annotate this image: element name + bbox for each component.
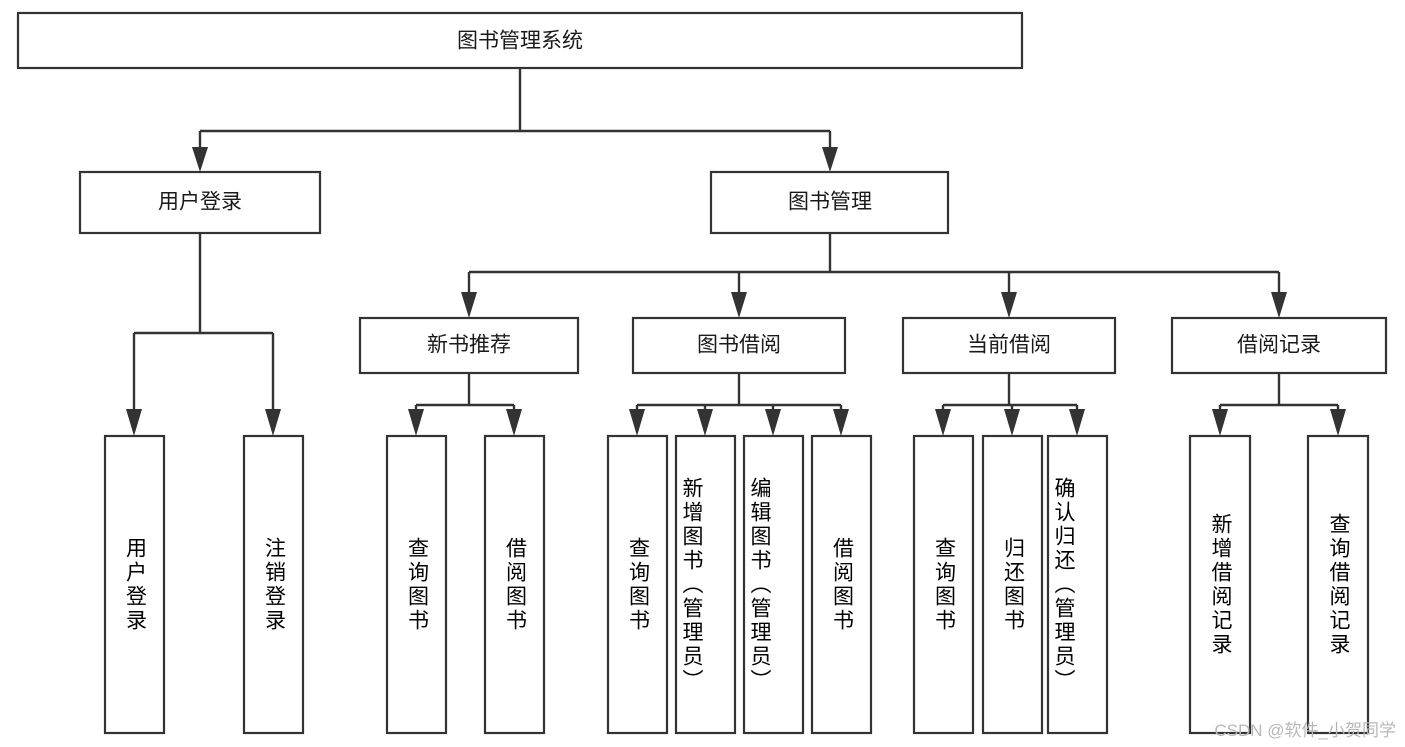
watermark-label: CSDN @软件_小贺同学 bbox=[1214, 721, 1396, 740]
node-leaf-confirm-return[interactable]: 确认归还（管理员） bbox=[1046, 434, 1109, 735]
node-leaf-edit-book-label: 编辑图书（管理员） bbox=[748, 476, 771, 693]
node-new-book-recommend-label: 新书推荐 bbox=[427, 334, 511, 357]
node-root[interactable]: 图书管理系统 bbox=[16, 11, 1024, 70]
connector-group-new-book-recommend bbox=[408, 373, 522, 436]
node-new-book-recommend-box[interactable] bbox=[358, 316, 580, 375]
node-borrow-record[interactable]: 借阅记录 bbox=[1170, 316, 1388, 375]
arrow-head-leaf-confirm-return bbox=[1069, 409, 1085, 436]
node-root-box[interactable] bbox=[16, 11, 1024, 70]
node-current-borrow[interactable]: 当前借阅 bbox=[901, 316, 1117, 375]
node-book-manage[interactable]: 图书管理 bbox=[709, 170, 950, 235]
node-leaf-edit-book[interactable]: 编辑图书（管理员） bbox=[742, 434, 805, 735]
node-leaf-return-book-label: 归还图书 bbox=[1001, 536, 1025, 633]
arrow-head-leaf-user-logout bbox=[265, 409, 281, 436]
arrow-head-user-login bbox=[192, 147, 208, 172]
arrow-head-current-borrow bbox=[1001, 292, 1017, 318]
node-leaf-add-book[interactable]: 新增图书（管理员） bbox=[674, 434, 737, 735]
arrow-head-new-book-recommend bbox=[461, 292, 477, 318]
node-leaf-add-book-label: 新增图书（管理员） bbox=[680, 476, 703, 693]
arrow-head-leaf-return-book bbox=[1004, 409, 1020, 436]
node-leaf-query-record[interactable]: 查询借阅记录 bbox=[1306, 434, 1370, 735]
connector-group-book-borrow bbox=[629, 373, 849, 436]
arrow-head-leaf-edit-book bbox=[765, 409, 781, 436]
connector-group-borrow-record bbox=[1212, 373, 1346, 436]
node-leaf-borrow-book-1-box[interactable] bbox=[483, 434, 546, 735]
node-leaf-add-book-box[interactable] bbox=[674, 434, 737, 735]
node-borrow-record-box[interactable] bbox=[1170, 316, 1388, 375]
node-book-manage-label: 图书管理 bbox=[788, 191, 872, 214]
arrow-head-leaf-user-login bbox=[126, 409, 142, 436]
node-leaf-add-record-box[interactable] bbox=[1188, 434, 1252, 735]
node-leaf-query-book-1-box[interactable] bbox=[385, 434, 448, 735]
node-leaf-query-book-1[interactable]: 查询图书 bbox=[385, 434, 448, 735]
node-leaf-edit-book-box[interactable] bbox=[742, 434, 805, 735]
arrow-head-leaf-add-record bbox=[1212, 409, 1228, 436]
arrow-head-leaf-query-book-1 bbox=[408, 409, 424, 436]
arrow-head-borrow-record bbox=[1271, 292, 1287, 318]
node-leaf-query-book-2-label: 查询图书 bbox=[626, 536, 650, 633]
node-leaf-query-record-box[interactable] bbox=[1306, 434, 1370, 735]
node-leaf-add-record-label: 新增借阅记录 bbox=[1209, 512, 1232, 657]
connector-group-user-login bbox=[126, 233, 281, 436]
node-leaf-user-login-box[interactable] bbox=[103, 434, 166, 735]
node-leaf-add-record[interactable]: 新增借阅记录 bbox=[1188, 434, 1252, 735]
node-user-login[interactable]: 用户登录 bbox=[78, 170, 322, 235]
connector-group-root bbox=[192, 68, 838, 172]
node-leaf-borrow-book-2-label: 借阅图书 bbox=[830, 536, 854, 633]
connector-group-book-manage bbox=[461, 233, 1287, 318]
node-leaf-query-record-label: 查询借阅记录 bbox=[1327, 512, 1350, 657]
node-current-borrow-box[interactable] bbox=[901, 316, 1117, 375]
node-root-label: 图书管理系统 bbox=[457, 30, 583, 53]
node-current-borrow-label: 当前借阅 bbox=[967, 334, 1051, 357]
connector-group-current-borrow bbox=[935, 373, 1085, 436]
node-leaf-query-book-2-box[interactable] bbox=[606, 434, 669, 735]
node-leaf-user-login-label: 用户登录 bbox=[123, 536, 147, 633]
node-leaf-return-book[interactable]: 归还图书 bbox=[981, 434, 1044, 735]
node-leaf-return-book-box[interactable] bbox=[981, 434, 1044, 735]
node-leaf-user-logout-label: 注销登录 bbox=[262, 536, 286, 633]
node-leaf-user-login[interactable]: 用户登录 bbox=[103, 434, 166, 735]
node-book-borrow[interactable]: 图书借阅 bbox=[631, 316, 847, 375]
node-leaf-user-logout-box[interactable] bbox=[242, 434, 305, 735]
node-leaf-user-logout[interactable]: 注销登录 bbox=[242, 434, 305, 735]
arrow-head-leaf-add-book bbox=[697, 409, 713, 436]
node-leaf-confirm-return-box[interactable] bbox=[1046, 434, 1109, 735]
node-leaf-query-book-2[interactable]: 查询图书 bbox=[606, 434, 669, 735]
node-book-borrow-label: 图书借阅 bbox=[697, 334, 781, 357]
node-user-login-label: 用户登录 bbox=[158, 191, 242, 214]
node-leaf-borrow-book-2-box[interactable] bbox=[810, 434, 873, 735]
arrow-head-leaf-query-book-2 bbox=[629, 409, 645, 436]
node-leaf-borrow-book-1-label: 借阅图书 bbox=[503, 536, 527, 633]
arrow-head-leaf-query-record bbox=[1330, 409, 1346, 436]
node-book-borrow-box[interactable] bbox=[631, 316, 847, 375]
node-leaf-borrow-book-2[interactable]: 借阅图书 bbox=[810, 434, 873, 735]
node-leaf-confirm-return-label: 确认归还（管理员） bbox=[1052, 476, 1075, 693]
node-leaf-borrow-book-1[interactable]: 借阅图书 bbox=[483, 434, 546, 735]
node-borrow-record-label: 借阅记录 bbox=[1237, 334, 1321, 357]
arrow-head-leaf-query-book-3 bbox=[935, 409, 951, 436]
node-leaf-query-book-3-box[interactable] bbox=[912, 434, 975, 735]
arrow-head-book-manage bbox=[822, 147, 838, 172]
node-user-login-box[interactable] bbox=[78, 170, 322, 235]
node-new-book-recommend[interactable]: 新书推荐 bbox=[358, 316, 580, 375]
arrow-head-leaf-borrow-book-1 bbox=[506, 409, 522, 436]
arrow-head-book-borrow bbox=[731, 292, 747, 318]
node-book-manage-box[interactable] bbox=[709, 170, 950, 235]
arrow-head-leaf-borrow-book-2 bbox=[833, 409, 849, 436]
node-leaf-query-book-1-label: 查询图书 bbox=[405, 536, 429, 633]
node-leaf-query-book-3-label: 查询图书 bbox=[932, 536, 956, 633]
node-leaf-query-book-3[interactable]: 查询图书 bbox=[912, 434, 975, 735]
